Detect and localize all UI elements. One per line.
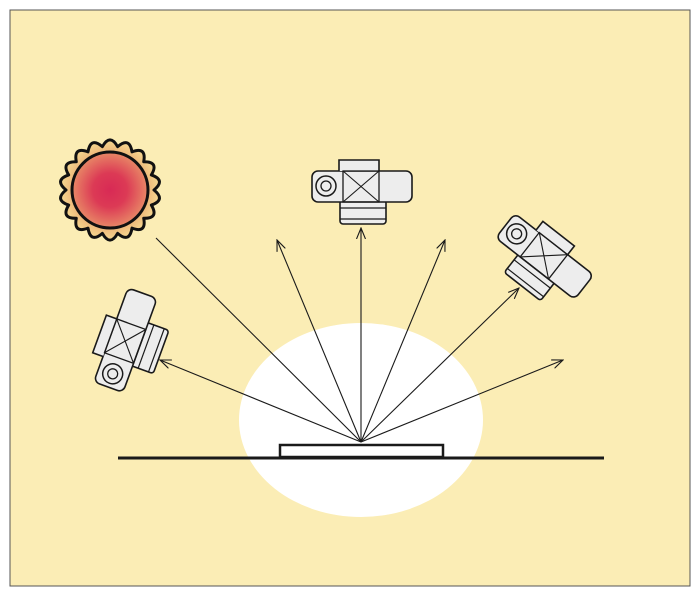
reflected-ray-2 bbox=[277, 240, 362, 443]
reflected-ray-5 bbox=[360, 288, 519, 443]
incident-ray bbox=[155, 237, 362, 443]
reflected-ray-1 bbox=[160, 360, 362, 443]
reflected-ray-4 bbox=[360, 240, 445, 443]
sun-icon bbox=[59, 138, 161, 242]
sample-plate bbox=[278, 443, 445, 459]
reflected-rays bbox=[160, 228, 563, 443]
reflected-ray-6 bbox=[360, 360, 563, 443]
